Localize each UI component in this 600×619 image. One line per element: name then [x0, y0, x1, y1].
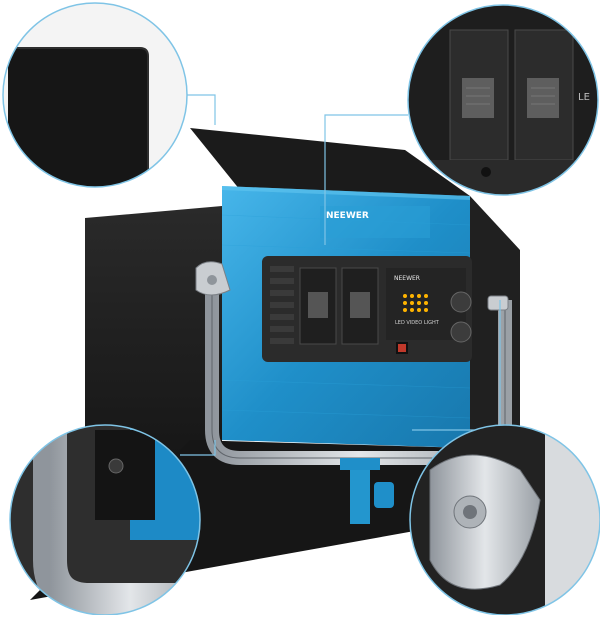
- svg-text:NEEWER: NEEWER: [394, 275, 420, 282]
- bracket-detail-callout: [9, 424, 201, 616]
- brand-label: NEEWER: [326, 211, 369, 221]
- control-module: NEEWER LED VIDEO LIGHT: [262, 256, 472, 362]
- panel-text: LED VIDEO LIGHT: [395, 320, 440, 326]
- barndoor-left: [85, 206, 222, 495]
- svg-text:LE: LE: [578, 92, 590, 103]
- battery-plate-detail-callout: LE: [407, 4, 599, 196]
- knob-detail-callout: [409, 424, 600, 616]
- barndoor-right: [470, 196, 520, 448]
- mount: [340, 458, 394, 524]
- barndoor-detail-callout: [2, 2, 188, 188]
- barndoor-top: [190, 128, 470, 196]
